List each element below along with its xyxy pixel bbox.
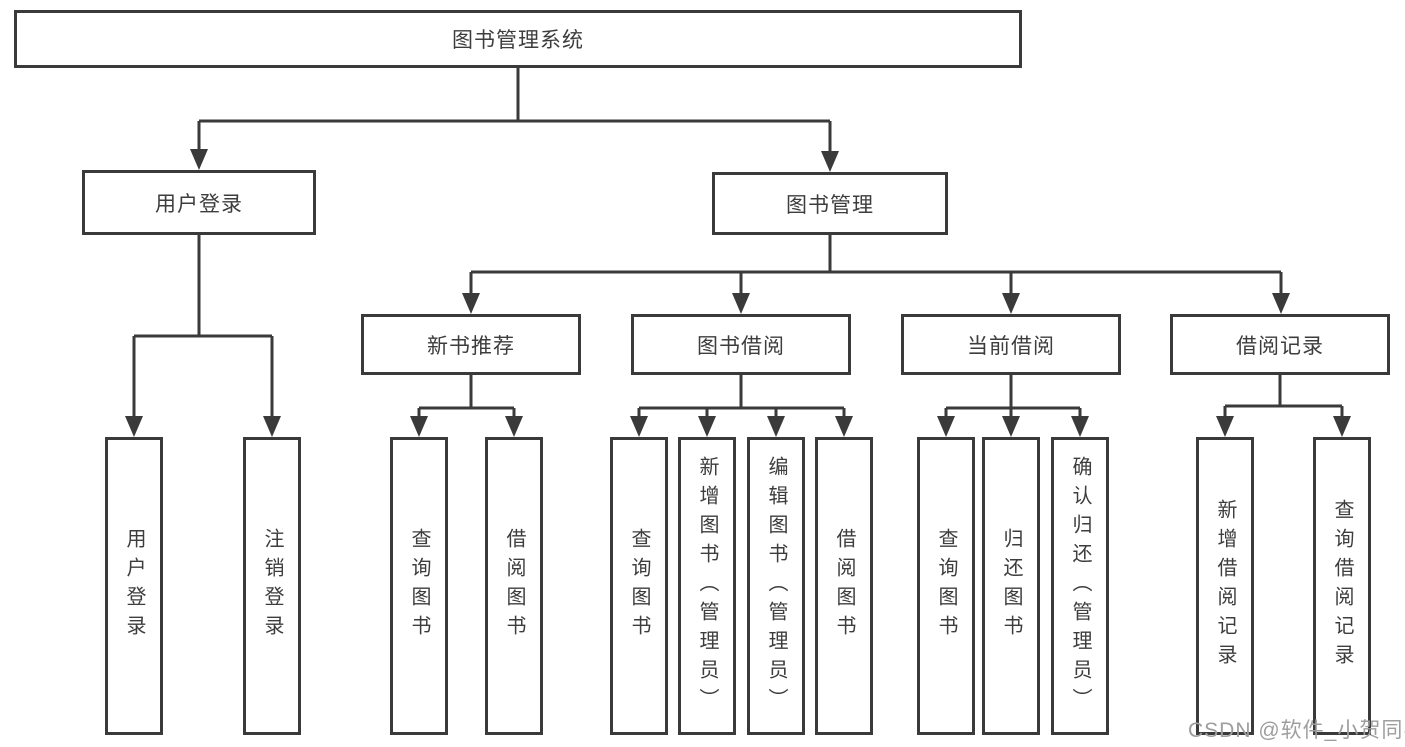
node-new-book-recommend: 新书推荐	[361, 314, 581, 375]
node-logout-action: 注销登录	[243, 437, 301, 735]
watermark: CSDN @软件_小贺同学	[1188, 719, 1405, 742]
node-borrow-books-action: 借阅图书	[815, 437, 873, 735]
node-query-books-borrow: 查询图书	[610, 437, 668, 735]
node-add-borrow-record: 新增借阅记录	[1196, 437, 1254, 735]
node-library-system: 图书管理系统	[14, 10, 1022, 68]
node-book-management: 图书管理	[712, 172, 948, 235]
node-current-borrow: 当前借阅	[901, 314, 1121, 375]
node-query-books-current: 查询图书	[917, 437, 975, 735]
node-confirm-return-admin: 确认归还（管理员）	[1051, 437, 1109, 735]
node-return-book: 归还图书	[982, 437, 1040, 735]
node-user-login-action: 用户登录	[105, 437, 163, 735]
node-edit-book-admin: 编辑图书（管理员）	[747, 437, 805, 735]
node-book-borrow: 图书借阅	[631, 314, 851, 375]
node-borrow-books-recommend: 借阅图书	[485, 437, 543, 735]
node-query-books-recommend: 查询图书	[390, 437, 448, 735]
node-query-borrow-record: 查询借阅记录	[1313, 437, 1371, 735]
node-borrow-records: 借阅记录	[1170, 314, 1390, 375]
node-user-login: 用户登录	[82, 170, 316, 235]
node-add-book-admin: 新增图书（管理员）	[678, 437, 736, 735]
